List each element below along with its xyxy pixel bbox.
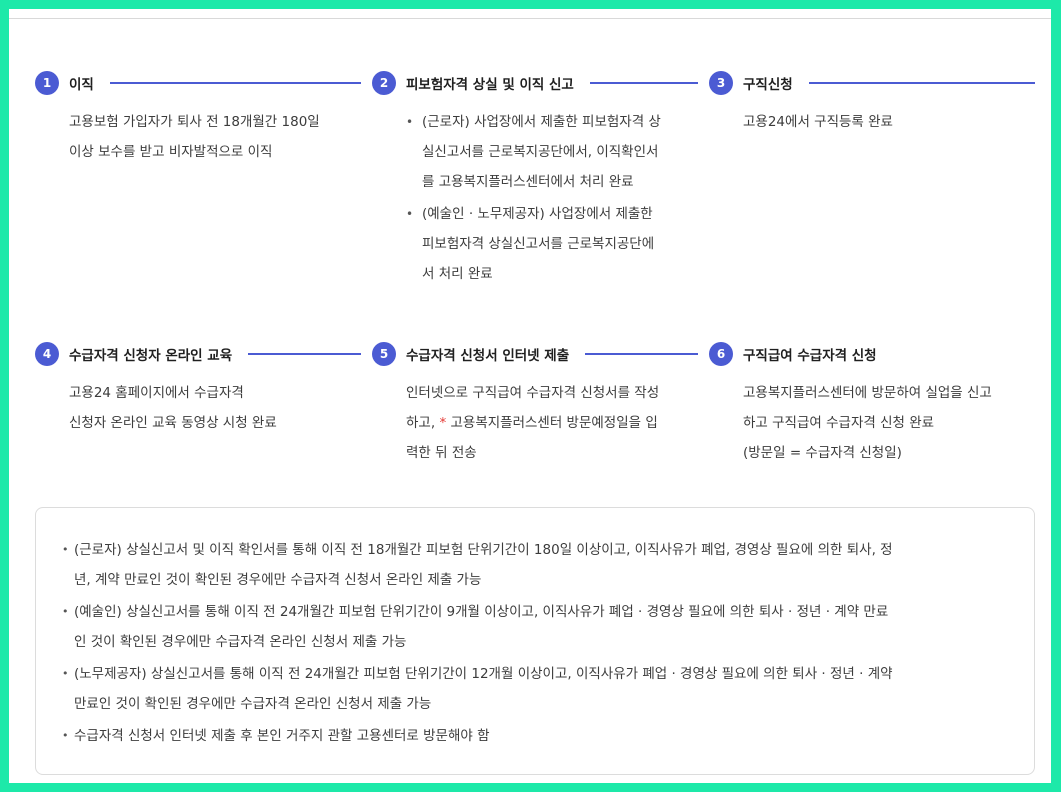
bullet-line: 실신고서를 근로복지공단에서, 이직확인서 (422, 144, 659, 160)
desc-line: 력한 뒤 전송 (406, 445, 477, 461)
step-connector-line (808, 82, 1035, 84)
step-number-badge: 3 (709, 71, 733, 95)
desc-text: 하고, (406, 415, 440, 431)
step-6: 6 구직급여 수급자격 신청 고용복지플러스센터에 방문하여 실업을 신고 하고… (709, 340, 1039, 468)
step-6-header: 6 구직급여 수급자격 신청 (709, 340, 1039, 368)
bullet-line: 를 고용복지플러스센터에서 처리 완료 (422, 174, 634, 190)
desc-line: 고용보험 가입자가 퇴사 전 18개월간 180일 (69, 114, 320, 130)
bullet-item: (근로자) 사업장에서 제출한 피보험자격 상 실신고서를 근로복지공단에서, … (406, 107, 702, 197)
step-2: 2 피보험자격 상실 및 이직 신고 (근로자) 사업장에서 제출한 피보험자격… (372, 69, 698, 289)
bullet-line: 서 처리 완료 (422, 266, 493, 282)
bullet-line: (예술인 · 노무제공자) 사업장에서 제출한 (422, 206, 653, 222)
note-line: 수급자격 신청서 인터넷 제출 후 본인 거주지 관할 고용센터로 방문해야 함 (74, 728, 490, 744)
step-title: 구직신청 (743, 77, 793, 93)
step-5-header: 5 수급자격 신청서 인터넷 제출 (372, 340, 698, 368)
note-item: 수급자격 신청서 인터넷 제출 후 본인 거주지 관할 고용센터로 방문해야 함 (62, 721, 1010, 751)
asterisk-mark: * (439, 415, 447, 431)
desc-line: 이상 보수를 받고 비자발적으로 이직 (69, 144, 273, 160)
step-connector-line (248, 353, 361, 355)
step-title: 구직급여 수급자격 신청 (743, 348, 877, 364)
step-2-header: 2 피보험자격 상실 및 이직 신고 (372, 69, 698, 97)
notes-box: (근로자) 상실신고서 및 이직 확인서를 통해 이직 전 18개월간 피보험 … (35, 507, 1035, 775)
step-description: 고용24에서 구직등록 완료 (743, 107, 1035, 137)
step-connector-line (585, 353, 698, 355)
note-line: 인 것이 확인된 경우에만 수급자격 온라인 신청서 제출 가능 (74, 634, 407, 650)
bullet-line: (근로자) 사업장에서 제출한 피보험자격 상 (422, 114, 661, 130)
desc-line: 하고 구직급여 수급자격 신청 완료 (743, 415, 935, 431)
step-title: 이직 (69, 77, 94, 93)
step-5: 5 수급자격 신청서 인터넷 제출 인터넷으로 구직급여 수급자격 신청서를 작… (372, 340, 698, 468)
desc-text: 고용복지플러스센터 방문예정일을 입 (446, 415, 658, 431)
step-3: 3 구직신청 고용24에서 구직등록 완료 (709, 69, 1035, 137)
desc-line: 고용24 홈페이지에서 수급자격 (69, 385, 244, 401)
step-number-badge: 1 (35, 71, 59, 95)
desc-line: (방문일 = 수급자격 신청일) (743, 445, 902, 461)
note-line: (근로자) 상실신고서 및 이직 확인서를 통해 이직 전 18개월간 피보험 … (74, 542, 893, 558)
note-line: (노무제공자) 상실신고서를 통해 이직 전 24개월간 피보험 단위기간이 1… (74, 666, 893, 682)
step-number-badge: 5 (372, 342, 396, 366)
bullet-line: 피보험자격 상실신고서를 근로복지공단에 (422, 236, 655, 252)
bullet-item: (예술인 · 노무제공자) 사업장에서 제출한 피보험자격 상실신고서를 근로복… (406, 199, 702, 289)
step-description: 인터넷으로 구직급여 수급자격 신청서를 작성 하고, * 고용복지플러스센터 … (406, 378, 698, 468)
desc-line: 인터넷으로 구직급여 수급자격 신청서를 작성 (406, 385, 660, 401)
step-title: 수급자격 신청서 인터넷 제출 (406, 348, 570, 364)
step-description: 고용보험 가입자가 퇴사 전 18개월간 180일 이상 보수를 받고 비자발적… (69, 107, 361, 167)
note-item: (예술인) 상실신고서를 통해 이직 전 24개월간 피보험 단위기간이 9개월… (62, 597, 1010, 657)
step-title: 피보험자격 상실 및 이직 신고 (406, 77, 574, 93)
step-connector-line (109, 82, 361, 84)
step-number-badge: 4 (35, 342, 59, 366)
step-4-header: 4 수급자격 신청자 온라인 교육 (35, 340, 361, 368)
desc-line: 신청자 온라인 교육 동영상 시청 완료 (69, 415, 277, 431)
step-3-header: 3 구직신청 (709, 69, 1035, 97)
step-number-badge: 6 (709, 342, 733, 366)
step-description: 고용24 홈페이지에서 수급자격 신청자 온라인 교육 동영상 시청 완료 (69, 378, 361, 438)
step-bullets: (근로자) 사업장에서 제출한 피보험자격 상 실신고서를 근로복지공단에서, … (406, 107, 702, 289)
note-line: 년, 계약 만료인 것이 확인된 경우에만 수급자격 신청서 온라인 제출 가능 (74, 572, 482, 588)
note-line: (예술인) 상실신고서를 통해 이직 전 24개월간 피보험 단위기간이 9개월… (74, 604, 889, 620)
step-title: 수급자격 신청자 온라인 교육 (69, 348, 233, 364)
step-connector-line (589, 82, 698, 84)
step-4: 4 수급자격 신청자 온라인 교육 고용24 홈페이지에서 수급자격 신청자 온… (35, 340, 361, 438)
top-divider (9, 18, 1051, 19)
desc-line: 하고, * 고용복지플러스센터 방문예정일을 입 (406, 408, 698, 438)
content-frame: 1 이직 고용보험 가입자가 퇴사 전 18개월간 180일 이상 보수를 받고… (9, 9, 1051, 783)
step-1: 1 이직 고용보험 가입자가 퇴사 전 18개월간 180일 이상 보수를 받고… (35, 69, 361, 167)
step-description: 고용복지플러스센터에 방문하여 실업을 신고 하고 구직급여 수급자격 신청 완… (743, 378, 1039, 468)
step-number-badge: 2 (372, 71, 396, 95)
note-item: (노무제공자) 상실신고서를 통해 이직 전 24개월간 피보험 단위기간이 1… (62, 659, 1010, 719)
desc-line: 고용복지플러스센터에 방문하여 실업을 신고 (743, 385, 992, 401)
note-line: 만료인 것이 확인된 경우에만 수급자격 온라인 신청서 제출 가능 (74, 696, 432, 712)
note-item: (근로자) 상실신고서 및 이직 확인서를 통해 이직 전 18개월간 피보험 … (62, 535, 1010, 595)
desc-line: 고용24에서 구직등록 완료 (743, 114, 893, 130)
step-1-header: 1 이직 (35, 69, 361, 97)
